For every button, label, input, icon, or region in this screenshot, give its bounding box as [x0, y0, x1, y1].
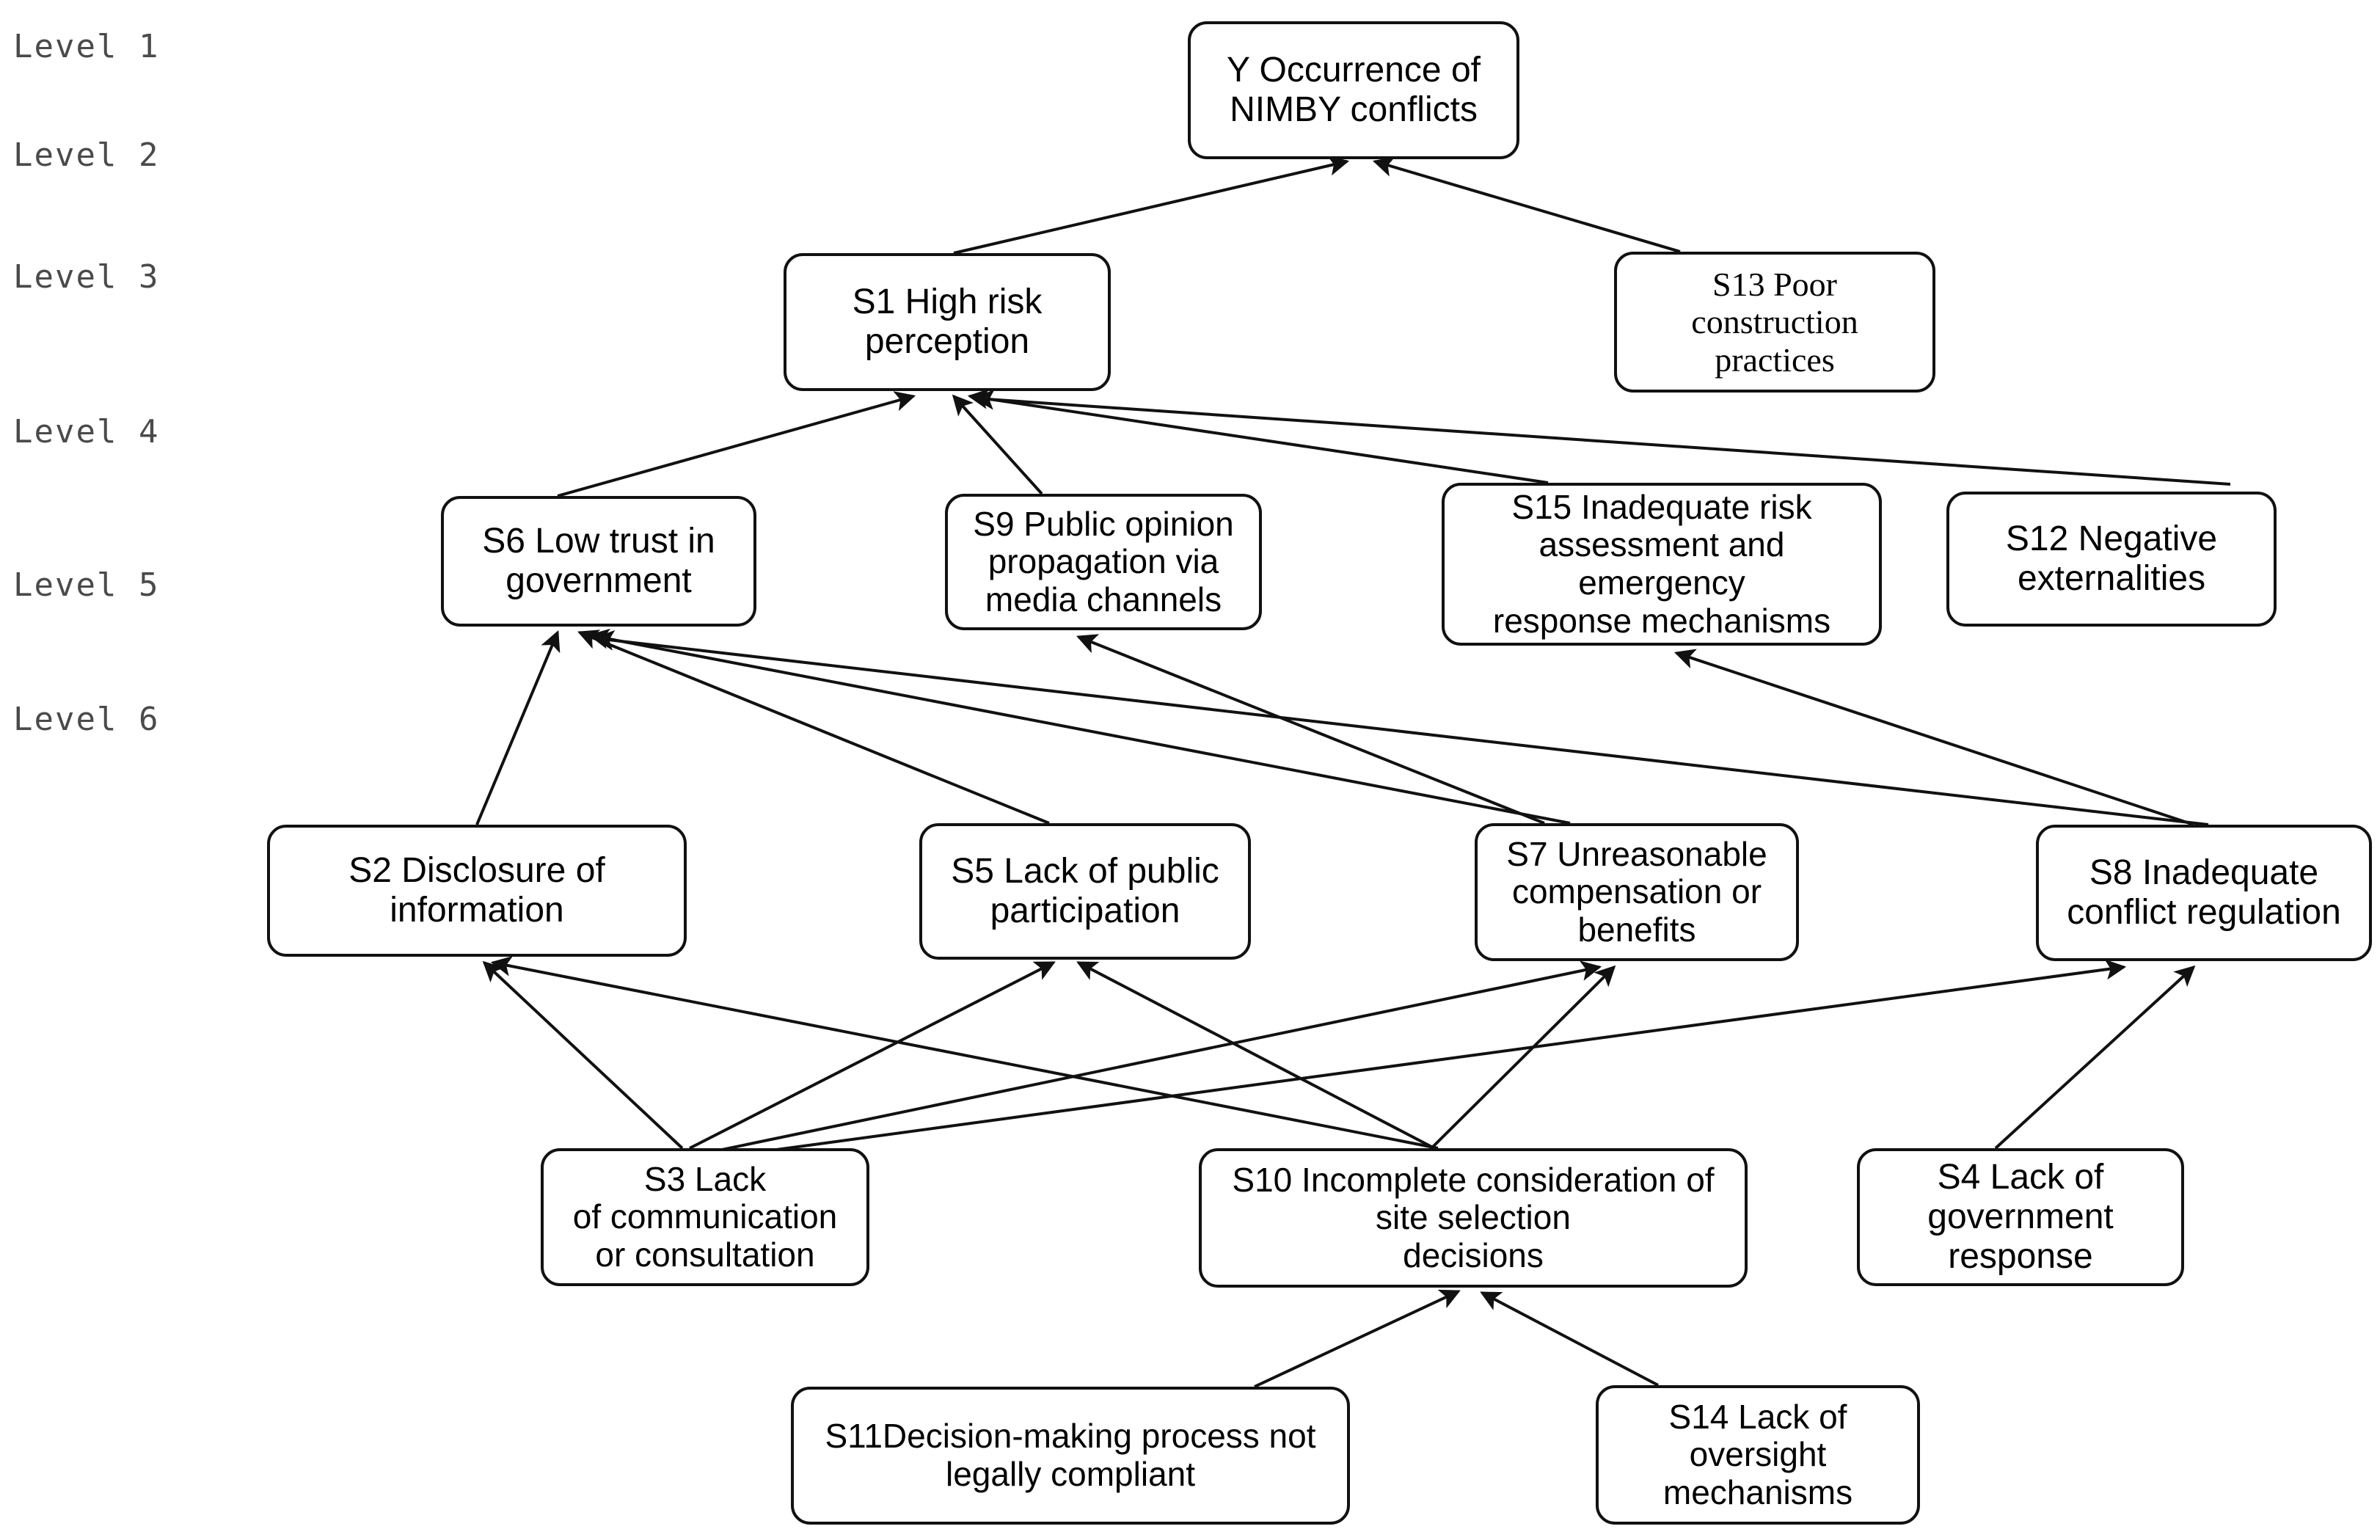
node-S4[interactable]: S4 Lack of government response — [1857, 1148, 2184, 1286]
level-label-level-2: Level 2 — [13, 136, 160, 174]
edge-S13-to-Y — [1372, 156, 1681, 253]
edge-S8-to-S6 — [593, 629, 2209, 826]
node-S5[interactable]: S5 Lack of public participation — [919, 823, 1251, 960]
node-label-S13: S13 Poor construction practices — [1691, 265, 1858, 379]
edge-S3-to-S2 — [482, 960, 684, 1150]
level-label-level-4: Level 4 — [13, 413, 160, 450]
edge-S8-to-S15 — [1673, 649, 2194, 826]
node-S13[interactable]: S13 Poor construction practices — [1614, 252, 1935, 393]
node-S3[interactable]: S3 Lack of communication or consultation — [541, 1148, 869, 1286]
node-S12[interactable]: S12 Negative externalities — [1946, 492, 2277, 627]
edge-S7-to-S9 — [1076, 634, 1545, 825]
level-label-level-1: Level 1 — [13, 28, 160, 65]
edge-S10-to-S7 — [1429, 965, 1616, 1150]
edge-S5-to-S6 — [577, 629, 1050, 825]
node-S8[interactable]: S8 Inadequate conflict regulation — [2036, 825, 2372, 961]
node-label-S6: S6 Low trust in government — [482, 522, 715, 600]
node-label-S9: S9 Public opinion propagation via media … — [973, 504, 1234, 618]
node-label-Y: Y Occurrence of NIMBY conflicts — [1227, 51, 1481, 129]
node-label-S14: S14 Lack of oversight mechanisms — [1662, 1397, 1853, 1511]
node-S9[interactable]: S9 Public opinion propagation via media … — [945, 494, 1262, 630]
node-S14[interactable]: S14 Lack of oversight mechanisms — [1596, 1385, 1920, 1525]
edge-S3-to-S8 — [705, 959, 2127, 1161]
node-S7[interactable]: S7 Unreasonable compensation or benefits — [1475, 823, 1799, 961]
node-S2[interactable]: S2 Disclosure of information — [267, 825, 687, 957]
node-S1[interactable]: S1 High risk perception — [784, 253, 1111, 391]
edge-S15-to-S1 — [967, 388, 1549, 484]
edge-S11-to-S10 — [1254, 1289, 1461, 1388]
node-S6[interactable]: S6 Low trust in government — [441, 496, 756, 627]
edge-S3-to-S5 — [689, 961, 1056, 1150]
edge-group — [475, 155, 2231, 1388]
edge-S9-to-S1 — [952, 394, 1043, 495]
node-label-S7: S7 Unreasonable compensation or benefits — [1506, 834, 1767, 949]
edge-S3-to-S7 — [704, 960, 1602, 1155]
node-label-S11: S11Decision-making process not legally c… — [825, 1417, 1316, 1493]
edge-S1-to-Y — [953, 155, 1350, 255]
edge-S4-to-S8 — [1994, 965, 2196, 1150]
node-label-S3: S3 Lack of communication or consultation — [572, 1159, 838, 1274]
node-label-S4: S4 Lack of government response — [1927, 1158, 2114, 1276]
edge-S14-to-S10 — [1480, 1291, 1659, 1387]
node-label-S10: S10 Incomplete consideration of site sel… — [1232, 1160, 1715, 1274]
node-label-S1: S1 High risk perception — [852, 282, 1043, 361]
node-label-S15: S15 Inadequate risk assessment and emerg… — [1492, 487, 1831, 640]
node-label-S12: S12 Negative externalities — [2005, 519, 2218, 598]
node-Y[interactable]: Y Occurrence of NIMBY conflicts — [1188, 21, 1519, 159]
node-S10[interactable]: S10 Incomplete consideration of site sel… — [1199, 1148, 1748, 1288]
node-label-S2: S2 Disclosure of information — [348, 851, 605, 930]
level-label-level-6: Level 6 — [13, 701, 160, 738]
edge-S7-to-S6 — [588, 628, 1571, 825]
edge-S10-to-S2 — [490, 956, 1439, 1150]
edge-S10-to-S5 — [1076, 961, 1435, 1150]
node-S15[interactable]: S15 Inadequate risk assessment and emerg… — [1442, 483, 1882, 646]
node-S11[interactable]: S11Decision-making process not legally c… — [791, 1387, 1350, 1525]
node-label-S8: S8 Inadequate conflict regulation — [2067, 853, 2341, 932]
level-label-level-5: Level 5 — [13, 566, 160, 604]
edge-S2-to-S6 — [475, 630, 561, 825]
node-label-S5: S5 Lack of public participation — [951, 852, 1219, 930]
level-label-level-3: Level 3 — [13, 258, 160, 296]
edge-S6-to-S1 — [557, 391, 916, 497]
edge-S12-to-S1 — [973, 389, 2231, 486]
